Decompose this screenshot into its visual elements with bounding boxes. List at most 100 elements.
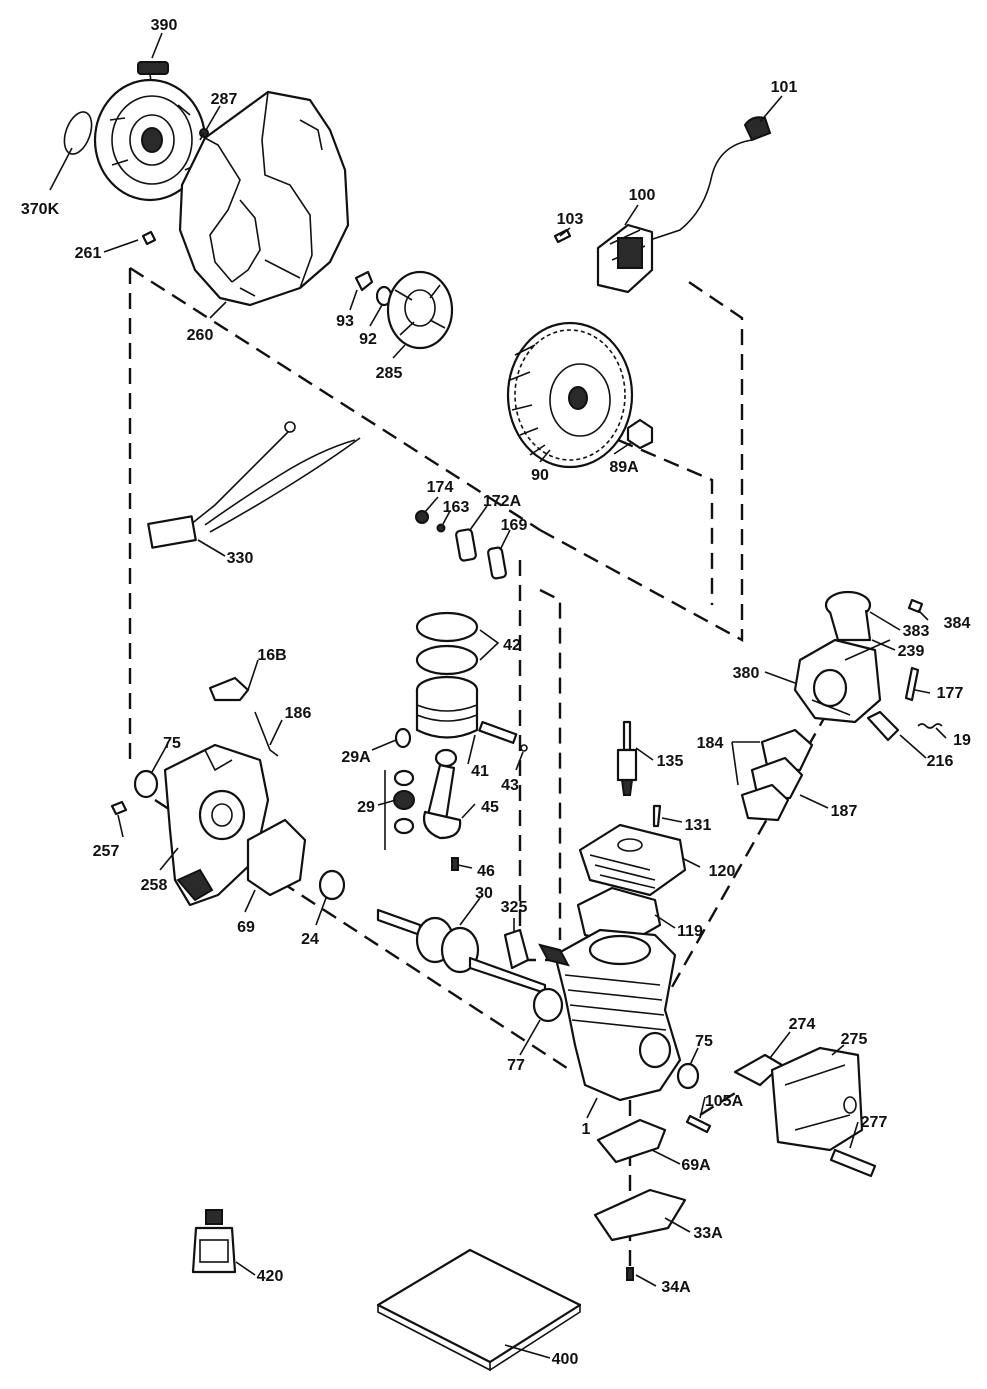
- label-177: 177: [937, 685, 964, 702]
- label-135: 135: [657, 753, 684, 770]
- label-75-right: 75: [695, 1033, 713, 1050]
- label-285: 285: [376, 365, 403, 382]
- air-intake-383: [824, 590, 872, 642]
- label-30: 30: [475, 885, 493, 902]
- label-45: 45: [481, 799, 499, 816]
- carburetor-380: [793, 638, 891, 724]
- carb-gaskets: [731, 728, 814, 822]
- stud-105A: [685, 1114, 712, 1134]
- label-120: 120: [709, 863, 736, 880]
- label-383: 383: [903, 623, 930, 640]
- part-labels: 390 287 370K 261 260 93 92 285 101 100 1…: [21, 17, 971, 1368]
- label-174: 174: [427, 479, 454, 496]
- screw-177: [904, 666, 920, 702]
- bolt-277: [829, 1148, 877, 1178]
- spring-19: [917, 723, 943, 729]
- linkage-16B: [208, 676, 250, 702]
- gasket-69: [246, 818, 307, 897]
- label-69A: 69A: [681, 1157, 711, 1174]
- starter-cup-285: [386, 270, 454, 350]
- label-384: 384: [944, 615, 971, 632]
- label-370K: 370K: [21, 201, 60, 218]
- label-186: 186: [285, 705, 312, 722]
- crankcase-half-258: [163, 743, 270, 907]
- screw-287: [199, 128, 209, 141]
- screw-103: [553, 228, 572, 244]
- label-239: 239: [898, 643, 925, 660]
- label-172A: 172A: [483, 493, 522, 510]
- label-261: 261: [75, 245, 102, 262]
- rod-186: [254, 711, 279, 757]
- label-24: 24: [301, 931, 319, 948]
- label-380: 380: [733, 665, 760, 682]
- label-69: 69: [237, 919, 255, 936]
- washer-163: [436, 523, 446, 533]
- label-187: 187: [831, 803, 858, 820]
- label-420: 420: [257, 1268, 284, 1285]
- label-260: 260: [187, 327, 214, 344]
- label-100: 100: [629, 187, 656, 204]
- gasket-169: [487, 546, 507, 580]
- label-77: 77: [507, 1057, 525, 1074]
- label-34A: 34A: [661, 1279, 691, 1296]
- screw-131: [652, 804, 662, 828]
- flywheel: [506, 321, 634, 469]
- cylinder-head-120: [578, 823, 687, 897]
- cover-33A: [593, 1188, 687, 1242]
- gasket-69A: [596, 1118, 667, 1164]
- label-163: 163: [443, 499, 470, 516]
- label-216: 216: [927, 753, 954, 770]
- label-93: 93: [336, 313, 354, 330]
- crankshaft-30: [376, 908, 547, 995]
- label-1: 1: [582, 1121, 591, 1138]
- bearing-24: [318, 869, 346, 901]
- label-101: 101: [771, 79, 798, 96]
- label-400: 400: [552, 1351, 579, 1368]
- label-16B: 16B: [257, 647, 286, 664]
- piston-assembly: [415, 611, 528, 752]
- label-43: 43: [501, 777, 519, 794]
- rod-bearing-29: [384, 769, 415, 850]
- label-90: 90: [531, 467, 549, 484]
- wire-harness: [147, 421, 361, 549]
- label-75-left: 75: [163, 735, 181, 752]
- lever-216: [866, 710, 900, 742]
- label-258: 258: [141, 877, 168, 894]
- label-184: 184: [697, 735, 724, 752]
- screw-261: [141, 230, 157, 246]
- label-33A: 33A: [693, 1225, 723, 1242]
- label-390: 390: [151, 17, 178, 34]
- screw-46: [451, 857, 459, 871]
- label-287: 287: [211, 91, 238, 108]
- label-46: 46: [477, 863, 495, 880]
- label-42: 42: [503, 637, 521, 654]
- oil-seal-75-right: [676, 1062, 700, 1090]
- label-274: 274: [789, 1016, 816, 1033]
- label-131: 131: [685, 817, 712, 834]
- label-89A: 89A: [609, 459, 639, 476]
- label-325: 325: [501, 899, 528, 916]
- ignition-module: [596, 116, 772, 294]
- label-119: 119: [677, 923, 703, 940]
- screw-34A: [626, 1267, 634, 1281]
- bracket-325: [503, 928, 530, 970]
- spark-plug-135: [616, 720, 638, 796]
- engine-block-1: [538, 928, 682, 1102]
- label-19: 19: [953, 732, 971, 749]
- label-103: 103: [557, 211, 584, 228]
- manual-400: [376, 1248, 582, 1372]
- label-29: 29: [357, 799, 375, 816]
- label-257: 257: [93, 843, 120, 860]
- muffler-275: [770, 1046, 864, 1152]
- screw-384: [907, 598, 924, 614]
- label-277: 277: [861, 1114, 888, 1131]
- label-92: 92: [359, 331, 377, 348]
- part-89A: [626, 418, 654, 450]
- oil-seal-75-left: [133, 769, 159, 799]
- label-169: 169: [501, 517, 528, 534]
- oil-bottle-420: [191, 1209, 237, 1274]
- label-105A: 105A: [705, 1093, 744, 1110]
- label-41: 41: [471, 763, 489, 780]
- label-330: 330: [227, 550, 254, 567]
